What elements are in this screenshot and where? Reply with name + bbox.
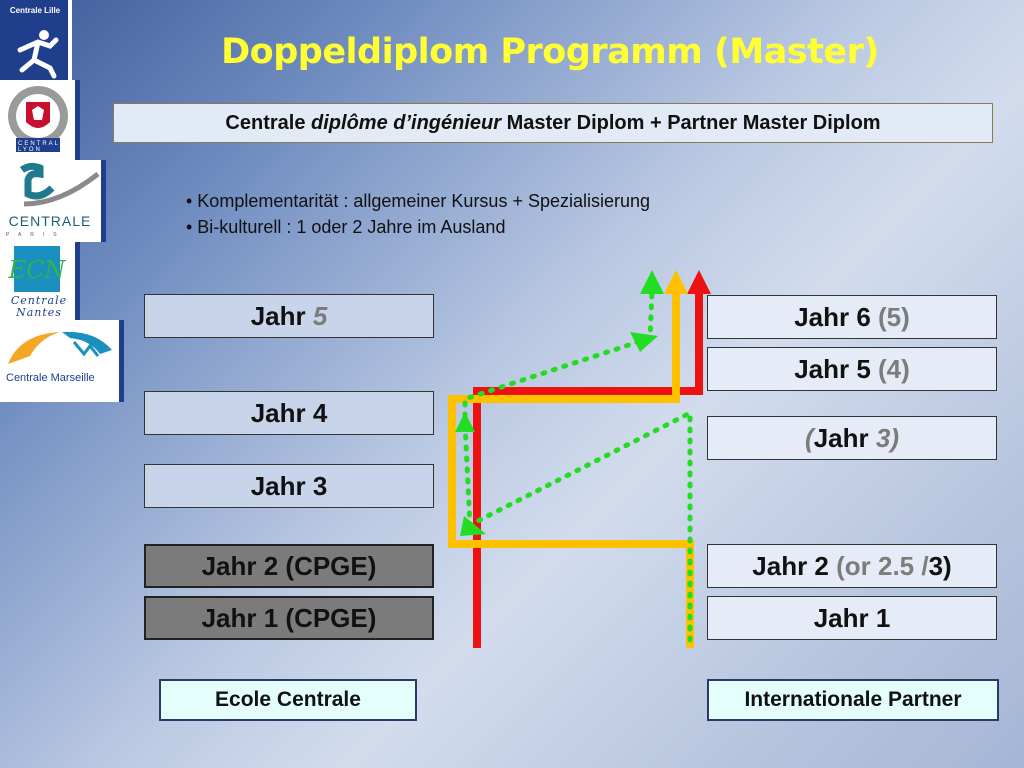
yellow-path-line <box>448 292 694 648</box>
partner-year-3-open: ( <box>805 423 814 453</box>
subtitle-box: Centrale diplôme d’ingénieur Master Dipl… <box>113 103 993 143</box>
partner-year-6: Jahr 6 (5) <box>707 295 997 339</box>
ecole-centrale-label: Ecole Centrale <box>159 679 417 721</box>
bullet-item: • Bi-kulturell : 1 oder 2 Jahre im Ausla… <box>186 217 506 237</box>
ecole-year-2: Jahr 2 (CPGE) <box>144 544 434 588</box>
runner-icon <box>17 30 59 79</box>
red-path-arrowhead <box>687 270 711 294</box>
subtitle-part2: Master Diplom + Partner Master Diplom <box>506 112 881 134</box>
svg-text:ECN: ECN <box>8 256 67 284</box>
partner-year-1: Jahr 1 <box>707 596 997 640</box>
partner-year-2-alt2: 3) <box>928 551 952 581</box>
partner-year-3-num: 3 <box>875 423 891 453</box>
ecn-monogram-icon: ECN <box>8 246 67 292</box>
partner-year-5-text: Jahr 5 <box>794 354 879 384</box>
centrale-nantes-logo: ECN Centrale Nantes <box>0 242 80 322</box>
wave-icon <box>8 331 112 364</box>
paris-logo-subtext: PARIS <box>6 232 66 238</box>
partner-year-5-alt: (4) <box>878 354 910 384</box>
lyon-logo-text: CENTRALE LYON <box>18 141 67 153</box>
subtitle-italic: diplôme d’ingénieur <box>311 112 502 134</box>
centrale-lille-logo: Centrale Lille <box>0 0 72 80</box>
green-path-arrowhead <box>640 270 664 294</box>
red-path-line <box>473 292 703 648</box>
paris-logo-text: CENTRALE <box>8 213 92 229</box>
green-path-arrowhead <box>460 516 486 536</box>
ecole-year-1: Jahr 1 (CPGE) <box>144 596 434 640</box>
yellow-path-arrowhead <box>664 270 688 294</box>
international-partner-label: Internationale Partner <box>707 679 999 721</box>
partner-year-6-text: Jahr 6 <box>794 302 879 332</box>
centrale-marseille-logo: Centrale Marseille <box>0 320 124 402</box>
ecole-year-3: Jahr 3 <box>144 464 434 508</box>
partner-year-2-text: Jahr 2 <box>752 551 837 581</box>
partner-year-3-close: ) <box>890 423 899 453</box>
lille-logo-text: Centrale Lille <box>9 6 61 15</box>
centrale-paris-logo: CENTRALE PARIS <box>0 160 106 242</box>
nantes-logo-text: Centrale Nantes <box>10 294 68 319</box>
partner-year-5: Jahr 5 (4) <box>707 347 997 391</box>
ecole-year-5-text: Jahr <box>250 301 313 331</box>
ecole-year-5: Jahr 5 <box>144 294 434 338</box>
subtitle-part1: Centrale <box>225 112 306 134</box>
gear-crest-icon <box>8 86 68 152</box>
partner-year-2-alt1: (or 2.5 / <box>836 551 929 581</box>
school-logos: Centrale Lille CENTRALE LYON CENTRALE PA… <box>0 0 125 410</box>
partner-year-3: (Jahr 3) <box>707 416 997 460</box>
partner-year-6-alt: (5) <box>878 302 910 332</box>
ecole-year-5-num: 5 <box>312 301 328 331</box>
green-path-line <box>462 289 693 643</box>
ecole-year-4: Jahr 4 <box>144 391 434 435</box>
page-title: Doppeldiplom Programm (Master) <box>221 32 879 72</box>
marseille-logo-text: Centrale Marseille <box>6 372 95 384</box>
bullet-list: • Komplementarität : allgemeiner Kursus … <box>186 188 650 240</box>
green-path-arrowhead <box>455 412 475 432</box>
green-path-arrowhead <box>630 332 658 352</box>
partner-year-3-text: Jahr <box>813 423 876 453</box>
swoosh-icon <box>19 162 100 207</box>
bullet-item: • Komplementarität : allgemeiner Kursus … <box>186 191 651 211</box>
partner-year-2: Jahr 2 (or 2.5 /3) <box>707 544 997 588</box>
centrale-lyon-logo: CENTRALE LYON <box>0 80 80 160</box>
